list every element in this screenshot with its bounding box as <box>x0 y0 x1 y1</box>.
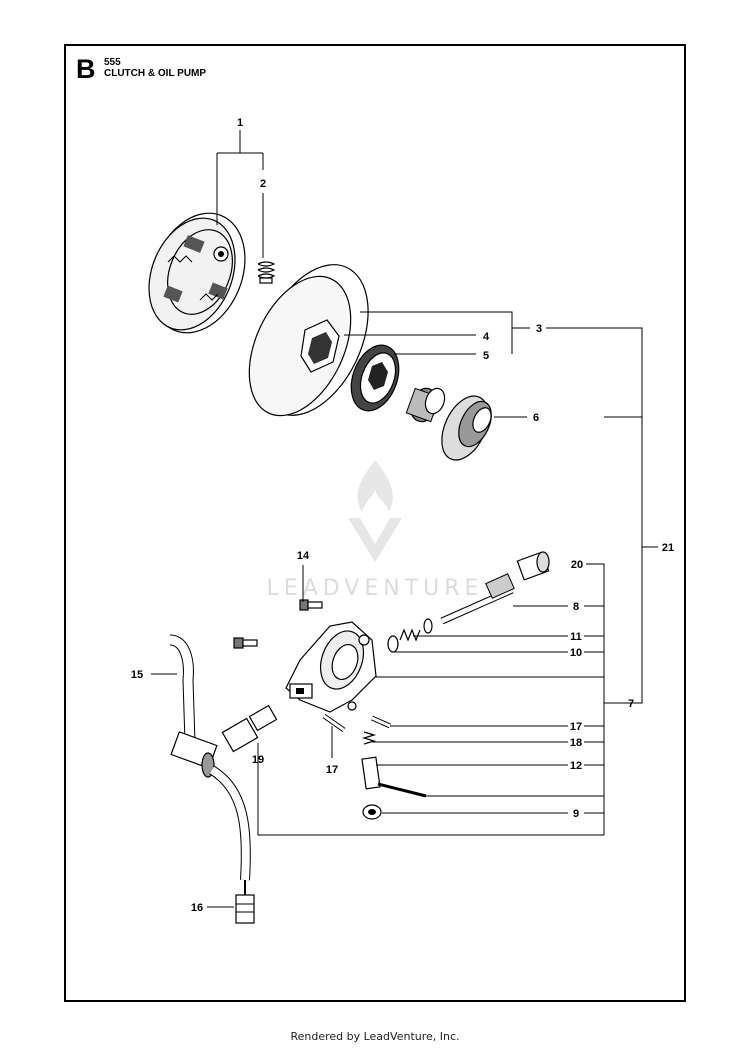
footer-credit: Rendered by LeadVenture, Inc. <box>290 1030 460 1043</box>
diagram-frame <box>64 44 686 1002</box>
callout-9: 9 <box>573 808 579 820</box>
callout-8: 8 <box>573 601 579 613</box>
callout-5: 5 <box>483 350 489 362</box>
oil-pump-gear <box>516 551 550 581</box>
callout-3: 3 <box>536 323 542 335</box>
housing-screw <box>233 637 258 649</box>
callout-17-lower: 17 <box>326 764 338 776</box>
callout-15: 15 <box>131 669 143 681</box>
oil-pump-housing <box>285 621 377 713</box>
oil-pump-assembly <box>169 551 550 924</box>
callout-12: 12 <box>570 760 582 772</box>
plunger <box>361 731 427 820</box>
clutch-spring <box>257 261 276 284</box>
clutch-drum <box>248 264 369 417</box>
callout-16: 16 <box>191 902 203 914</box>
callout-10: 10 <box>570 647 582 659</box>
model-number: 555 <box>104 57 121 68</box>
callout-1: 1 <box>237 117 243 129</box>
callout-2: 2 <box>260 178 266 190</box>
suction-hose <box>209 765 255 924</box>
section-letter: B <box>76 54 96 84</box>
watermark-brand: LEADVENTURE <box>267 576 484 601</box>
screw-14 <box>299 599 323 611</box>
clutch-washer <box>441 395 492 461</box>
callout-19: 19 <box>252 754 264 766</box>
callout-17-right: 17 <box>570 721 582 733</box>
pins <box>322 713 392 733</box>
callout-18: 18 <box>570 737 582 749</box>
callout-7: 7 <box>628 698 634 710</box>
clutch-shoes <box>148 212 246 334</box>
leader-lines <box>151 130 658 908</box>
callout-6: 6 <box>533 412 539 424</box>
needle-bearing <box>405 387 446 423</box>
callout-11: 11 <box>570 631 582 643</box>
callout-4: 4 <box>483 331 490 343</box>
callout-20: 20 <box>571 559 583 571</box>
clutch-assembly <box>148 212 492 461</box>
watermark-logo: LEADVENTURE <box>267 460 484 601</box>
oil-fitting <box>169 634 218 778</box>
section-title: CLUTCH & OIL PUMP <box>104 68 207 79</box>
callout-21: 21 <box>662 542 674 554</box>
rim-sprocket <box>350 344 400 412</box>
callout-labels: 1 2 3 4 5 6 7 8 9 10 11 12 14 15 16 17 1… <box>131 117 674 914</box>
pump-spring <box>387 618 433 653</box>
hose-connector <box>221 704 278 753</box>
callout-14: 14 <box>297 550 310 562</box>
worm-gear-shaft <box>440 573 515 625</box>
